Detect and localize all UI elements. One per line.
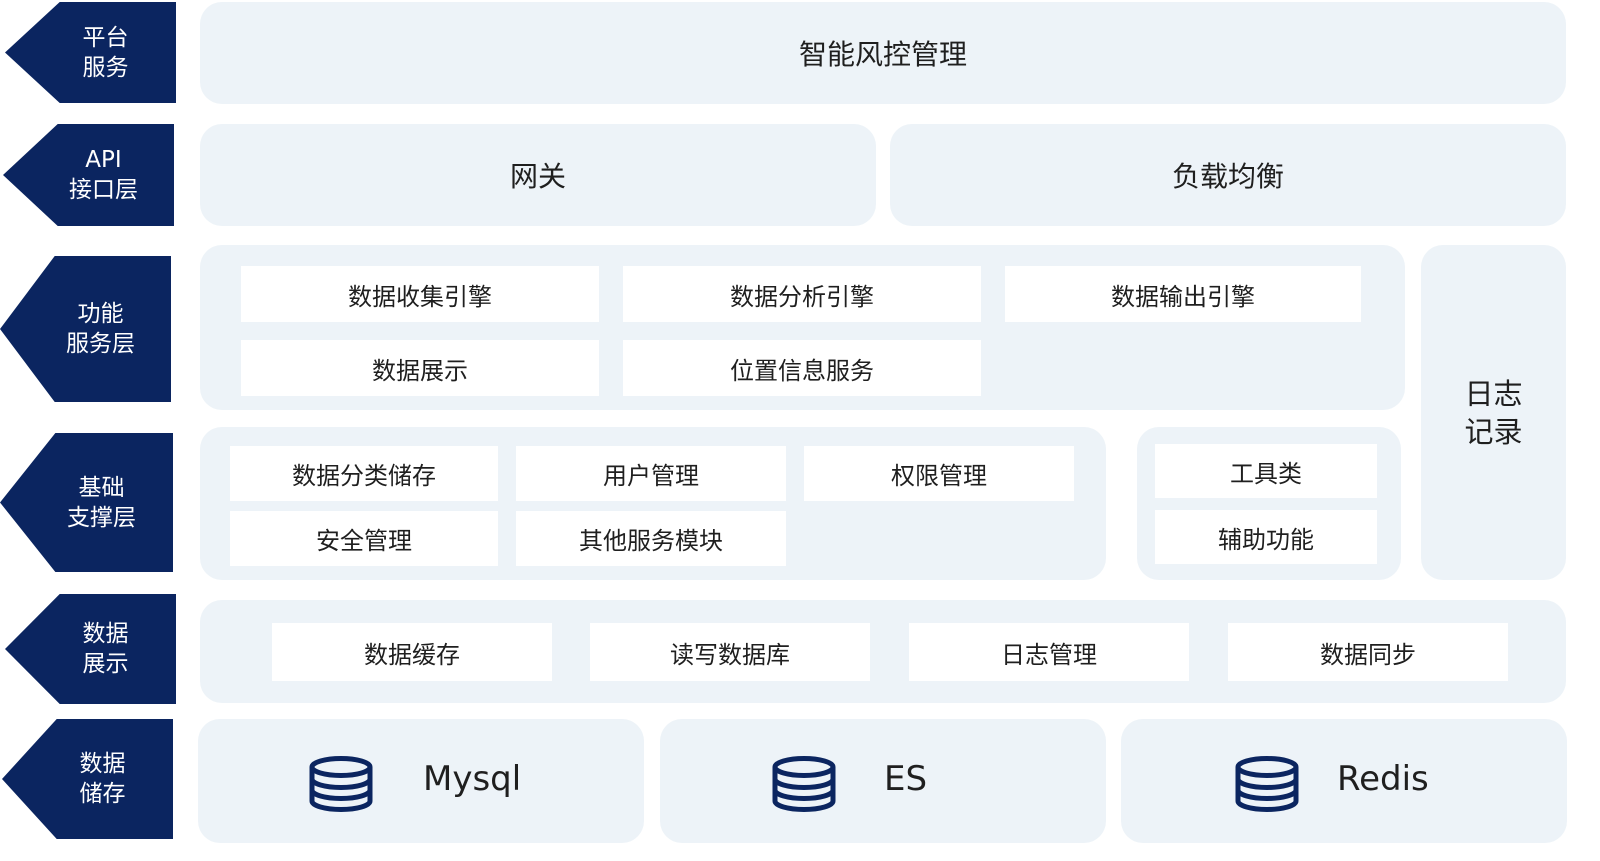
storage-panel-mysql [198, 719, 644, 843]
gateway-panel [200, 124, 876, 226]
function-box: 数据展示 [241, 340, 599, 396]
storage-name: Redis [1337, 759, 1429, 799]
label-line: 支撑层 [67, 504, 136, 531]
platform-panel [200, 2, 1566, 104]
tool-box: 辅助功能 [1155, 510, 1377, 564]
base-box: 数据分类储存 [230, 446, 498, 501]
layer-label-api: API 接口层 [3, 124, 174, 226]
base-box: 安全管理 [230, 511, 498, 566]
layer-label-platform: 平台 服务 [5, 2, 176, 103]
label-line: 平台 [82, 24, 129, 51]
layer-label-base: 基础 支撑层 [0, 433, 173, 572]
data-display-box: 数据同步 [1228, 623, 1508, 681]
load-balance-text: 负载均衡 [1171, 160, 1284, 193]
data-display-box: 日志管理 [909, 623, 1189, 681]
data-display-box: 数据缓存 [272, 623, 552, 681]
log-record-text: 日志 记录 [1421, 245, 1566, 580]
label-line: 服务层 [66, 331, 135, 357]
database-icon [309, 756, 373, 812]
base-box: 用户管理 [516, 446, 786, 501]
log-record-line: 日志 [1464, 376, 1523, 411]
function-box: 位置信息服务 [623, 340, 981, 396]
storage-name: ES [884, 759, 928, 799]
log-record-line: 记录 [1464, 414, 1523, 449]
label-line: 接口层 [69, 177, 138, 203]
layer-label-function: 功能 服务层 [0, 256, 171, 402]
function-box: 数据收集引擎 [241, 266, 599, 322]
label-line: 展示 [82, 651, 129, 677]
database-icon [772, 756, 836, 812]
label-line: 储存 [79, 781, 126, 807]
base-box: 权限管理 [804, 446, 1074, 501]
label-line: API [85, 147, 122, 173]
gateway-text: 网关 [509, 160, 566, 193]
label-line: 服务 [82, 54, 129, 81]
data-display-box: 读写数据库 [590, 623, 870, 681]
storage-panel-redis [1121, 719, 1567, 843]
function-box: 数据分析引擎 [623, 266, 981, 322]
storage-name: Mysql [423, 759, 522, 799]
database-icon [1235, 756, 1299, 812]
storage-panel-es [660, 719, 1106, 843]
base-box: 其他服务模块 [516, 511, 786, 566]
layer-label-data-display: 数据 展示 [5, 594, 176, 704]
platform-title: 智能风控管理 [798, 38, 967, 71]
log-record-panel [1421, 245, 1566, 580]
label-line: 数据 [82, 621, 129, 647]
tool-box: 工具类 [1155, 444, 1377, 498]
label-line: 数据 [79, 751, 126, 777]
function-box: 数据输出引擎 [1005, 266, 1361, 322]
label-line: 功能 [77, 301, 124, 327]
load-balance-panel [890, 124, 1566, 226]
layer-label-storage: 数据 储存 [2, 719, 173, 839]
label-line: 基础 [78, 474, 125, 501]
